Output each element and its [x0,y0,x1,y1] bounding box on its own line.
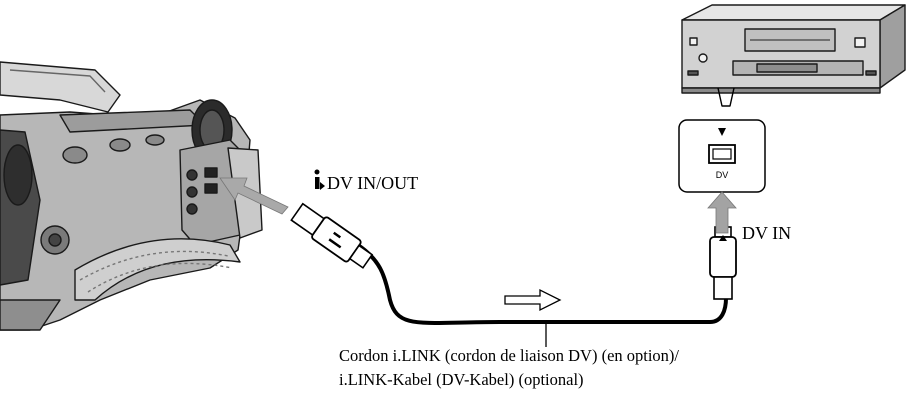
dv-port-icon [708,144,736,164]
camcorder-illustration [0,61,263,331]
vcr-illustration [681,4,906,107]
ilink-cable [290,202,737,347]
camcorder-port-label-group: DV IN/OUT [314,169,418,193]
vcr-port-label: DV IN [742,223,791,243]
ilink-icon [314,169,325,190]
cable-caption-line2: i.LINK-Kabel (DV-Kabel) (optional) [339,370,584,389]
cable-caption-line1: Cordon i.LINK (cordon de liaison DV) (en… [339,346,679,365]
vcr-inset-label: DV [716,170,729,180]
arrow-icon [219,177,289,215]
camcorder-port-label: DV IN/OUT [327,173,418,193]
dv-port-inset: DV [678,119,766,193]
arrow-icon [707,191,737,234]
